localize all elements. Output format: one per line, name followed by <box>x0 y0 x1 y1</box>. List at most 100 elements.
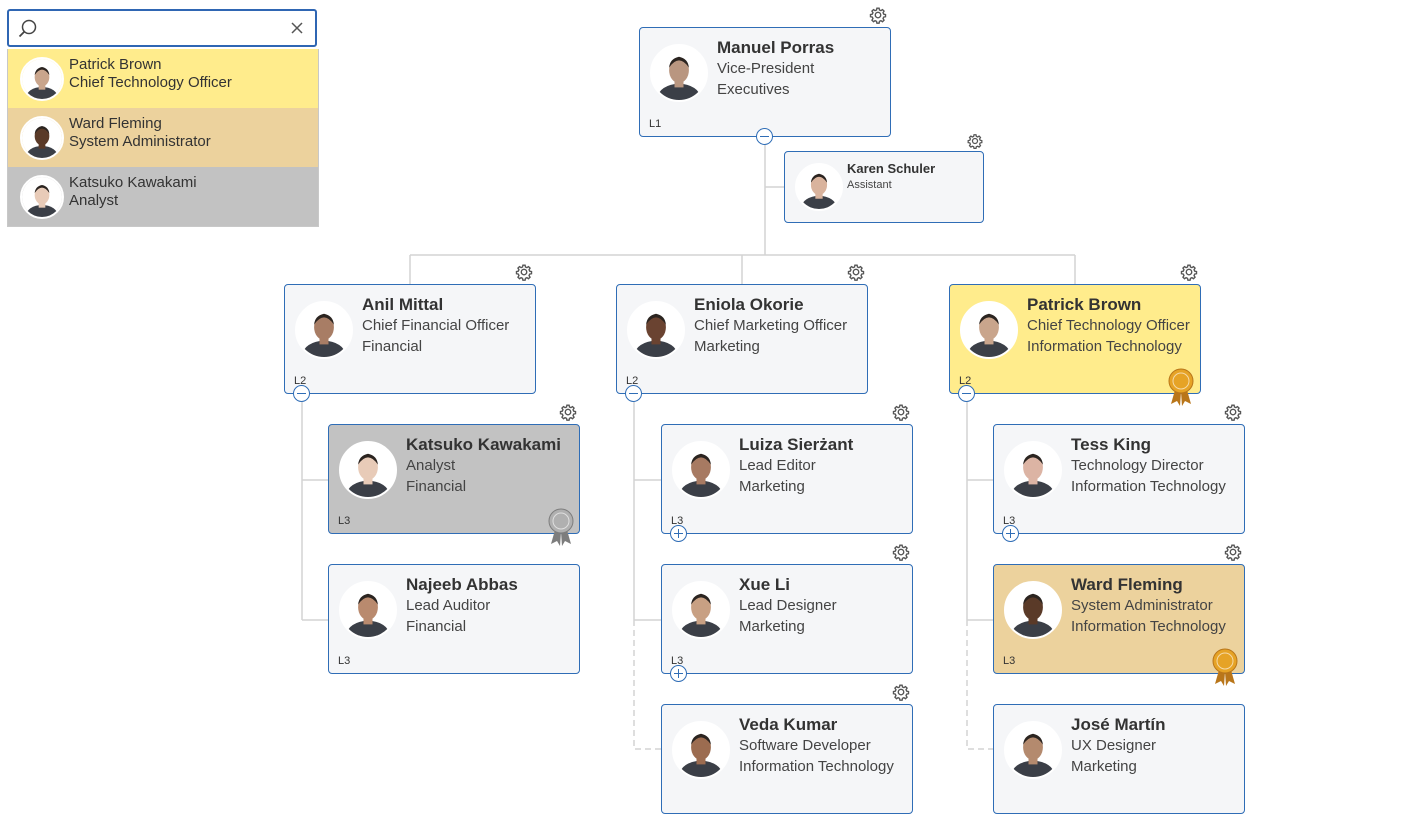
node-level: L2 <box>959 375 972 387</box>
node-title: Technology Director <box>1071 457 1204 474</box>
node-level: L1 <box>649 118 662 130</box>
node-title: Lead Designer <box>739 597 837 614</box>
gear-icon[interactable] <box>557 401 579 423</box>
search-result-item[interactable]: Ward Fleming System Administrator <box>8 108 318 167</box>
avatar <box>339 581 397 639</box>
collapse-toggle[interactable] <box>293 385 310 402</box>
search-results: Patrick Brown Chief Technology Officer W… <box>7 49 319 227</box>
avatar <box>627 301 685 359</box>
avatar <box>960 301 1018 359</box>
search-result-item[interactable]: Katsuko Kawakami Analyst <box>8 167 318 226</box>
gear-icon[interactable] <box>513 261 535 283</box>
node-department: Marketing <box>739 478 805 495</box>
gear-icon[interactable] <box>890 541 912 563</box>
node-card-xue-li[interactable]: Xue Li Lead Designer Marketing L3 <box>661 564 913 674</box>
result-title: Chief Technology Officer <box>69 74 232 91</box>
node-title: UX Designer <box>1071 737 1157 754</box>
node-name: José Martín <box>1071 715 1166 734</box>
node-card-tess-king[interactable]: Tess King Technology Director Informatio… <box>993 424 1245 534</box>
node-department: Information Technology <box>1071 618 1226 635</box>
gear-icon[interactable] <box>890 681 912 703</box>
gear-icon[interactable] <box>1222 401 1244 423</box>
node-level: L2 <box>626 375 639 387</box>
avatar <box>672 721 730 779</box>
node-card-luiza-sierzant[interactable]: Luiza Sierżant Lead Editor Marketing L3 <box>661 424 913 534</box>
node-department: Information Technology <box>1071 478 1226 495</box>
node-name: Patrick Brown <box>1027 295 1142 314</box>
avatar <box>795 163 843 211</box>
node-title: Lead Editor <box>739 457 816 474</box>
node-level: L2 <box>294 375 307 387</box>
search-box[interactable] <box>7 9 317 47</box>
node-department: Marketing <box>1071 758 1137 775</box>
close-icon[interactable] <box>289 20 305 36</box>
node-title: System Administrator <box>1071 597 1213 614</box>
avatar <box>1004 441 1062 499</box>
node-level: L3 <box>1003 655 1016 667</box>
gear-icon[interactable] <box>1178 261 1200 283</box>
node-name: Veda Kumar <box>739 715 838 734</box>
node-title: Chief Financial Officer <box>362 317 510 334</box>
node-card-ward-fleming[interactable]: Ward Fleming System Administrator Inform… <box>993 564 1245 674</box>
node-level: L3 <box>671 655 684 667</box>
node-card-katsuko-kawakami[interactable]: Katsuko Kawakami Analyst Financial L3 <box>328 424 580 534</box>
gear-icon[interactable] <box>965 131 985 151</box>
node-department: Financial <box>362 338 423 355</box>
avatar <box>20 116 64 160</box>
node-card-anil-mittal[interactable]: Anil Mittal Chief Financial Officer Fina… <box>284 284 536 394</box>
gold-award-badge-icon <box>1212 648 1238 686</box>
avatar <box>20 57 64 101</box>
node-card-najeeb-abbas[interactable]: Najeeb Abbas Lead Auditor Financial L3 <box>328 564 580 674</box>
node-card-veda-kumar[interactable]: Veda Kumar Software Developer Informatio… <box>661 704 913 814</box>
node-card-manuel-porras[interactable]: Manuel Porras Vice-President Executives … <box>639 27 891 137</box>
node-name: Manuel Porras <box>717 38 835 57</box>
node-name: Katsuko Kawakami <box>406 435 561 454</box>
collapse-toggle[interactable] <box>958 385 975 402</box>
search-result-item[interactable]: Patrick Brown Chief Technology Officer <box>8 49 318 108</box>
silver-award-badge-icon <box>548 508 574 546</box>
expand-toggle[interactable] <box>1002 525 1019 542</box>
search-icon <box>18 19 37 38</box>
collapse-toggle[interactable] <box>756 128 773 145</box>
node-level: L3 <box>338 515 351 527</box>
node-level: L3 <box>338 655 351 667</box>
result-name: Patrick Brown <box>69 56 162 73</box>
avatar <box>20 175 64 219</box>
node-department: Information Technology <box>739 758 894 775</box>
node-card-eniola-okorie[interactable]: Eniola Okorie Chief Marketing Officer Ma… <box>616 284 868 394</box>
node-name: Anil Mittal <box>362 295 444 314</box>
result-title: Analyst <box>69 192 119 209</box>
result-title: System Administrator <box>69 133 211 150</box>
node-name: Karen Schuler <box>847 161 936 176</box>
gear-icon[interactable] <box>1222 541 1244 563</box>
expand-toggle[interactable] <box>670 525 687 542</box>
result-name: Ward Fleming <box>69 115 162 132</box>
expand-toggle[interactable] <box>670 665 687 682</box>
gear-icon[interactable] <box>867 4 889 26</box>
gear-icon[interactable] <box>890 401 912 423</box>
avatar <box>1004 581 1062 639</box>
node-name: Ward Fleming <box>1071 575 1183 594</box>
node-name: Najeeb Abbas <box>406 575 518 594</box>
node-name: Xue Li <box>739 575 791 594</box>
gold-award-badge-icon <box>1168 368 1194 406</box>
node-level: L3 <box>1003 515 1016 527</box>
collapse-toggle[interactable] <box>625 385 642 402</box>
result-name: Katsuko Kawakami <box>69 174 197 191</box>
node-title: Chief Marketing Officer <box>694 317 848 334</box>
avatar <box>650 44 708 102</box>
avatar <box>1004 721 1062 779</box>
node-department: Executives <box>717 81 790 98</box>
node-department: Information Technology <box>1027 338 1182 355</box>
node-name: Tess King <box>1071 435 1151 454</box>
search-input[interactable] <box>49 17 273 41</box>
avatar <box>295 301 353 359</box>
node-card-karen-schuler[interactable]: Karen Schuler Assistant <box>784 151 984 223</box>
node-card-jose-martin[interactable]: José Martín UX Designer Marketing <box>993 704 1245 814</box>
gear-icon[interactable] <box>845 261 867 283</box>
node-name: Luiza Sierżant <box>739 435 854 454</box>
node-title: Analyst <box>406 457 456 474</box>
node-card-patrick-brown[interactable]: Patrick Brown Chief Technology Officer I… <box>949 284 1201 394</box>
node-department: Financial <box>406 618 467 635</box>
